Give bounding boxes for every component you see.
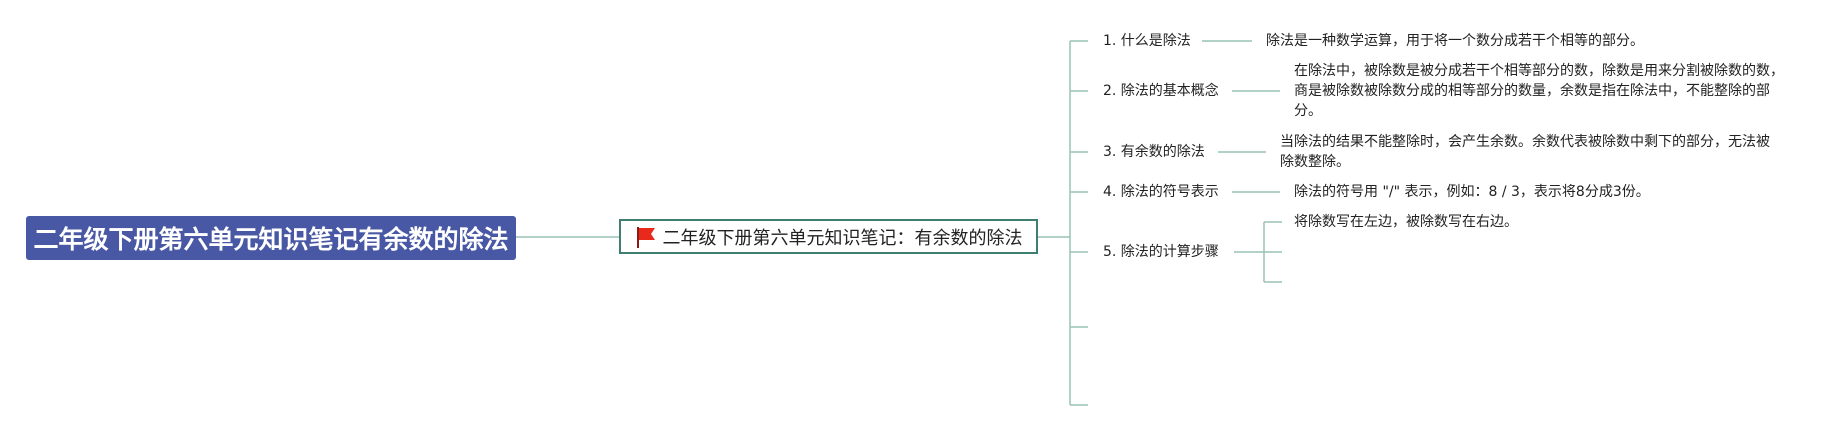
branch-2-detail[interactable]: 在除法中，被除数是被分成若干个相等部分的数，除数是用来分割被除数的数，商是被除数… [1294, 63, 1784, 119]
main-topic[interactable]: 二年级下册第六单元知识笔记：有余数的除法 [619, 219, 1038, 254]
branch-2-label: 2. 除法的基本概念 [1103, 83, 1219, 99]
root-title: 二年级下册第六单元知识笔记有余数的除法 [33, 225, 509, 254]
branch-1-detail[interactable]: 除法是一种数学运算，用于将一个数分成若干个相等的部分。 [1266, 33, 1644, 49]
branch-1[interactable]: 1. 什么是除法 [1103, 32, 1191, 50]
branch-4-detail[interactable]: 除法的符号用 "/" 表示，例如：8 / 3，表示将8分成3份。 [1294, 184, 1650, 200]
branch-1-label: 1. 什么是除法 [1103, 33, 1191, 49]
root-topic[interactable]: 二年级下册第六单元知识笔记有余数的除法 [26, 216, 516, 260]
branch-5[interactable]: 5. 除法的计算步骤 [1103, 243, 1219, 261]
branch-4[interactable]: 4. 除法的符号表示 [1103, 183, 1219, 201]
branch-4-label: 4. 除法的符号表示 [1103, 184, 1219, 200]
branch-3-detail[interactable]: 当除法的结果不能整除时，会产生余数。余数代表被除数中剩下的部分，无法被除数整除。 [1280, 134, 1770, 170]
branch-3[interactable]: 3. 有余数的除法 [1103, 143, 1205, 161]
branch-5-detail-1[interactable]: 将除数写在左边，被除数写在右边。 [1294, 214, 1518, 230]
branch-5-label: 5. 除法的计算步骤 [1103, 244, 1219, 260]
red-flag-icon [636, 226, 655, 248]
branch-3-label: 3. 有余数的除法 [1103, 144, 1205, 160]
main-topic-title: 二年级下册第六单元知识笔记：有余数的除法 [662, 227, 1023, 249]
branch-2[interactable]: 2. 除法的基本概念 [1103, 82, 1219, 100]
